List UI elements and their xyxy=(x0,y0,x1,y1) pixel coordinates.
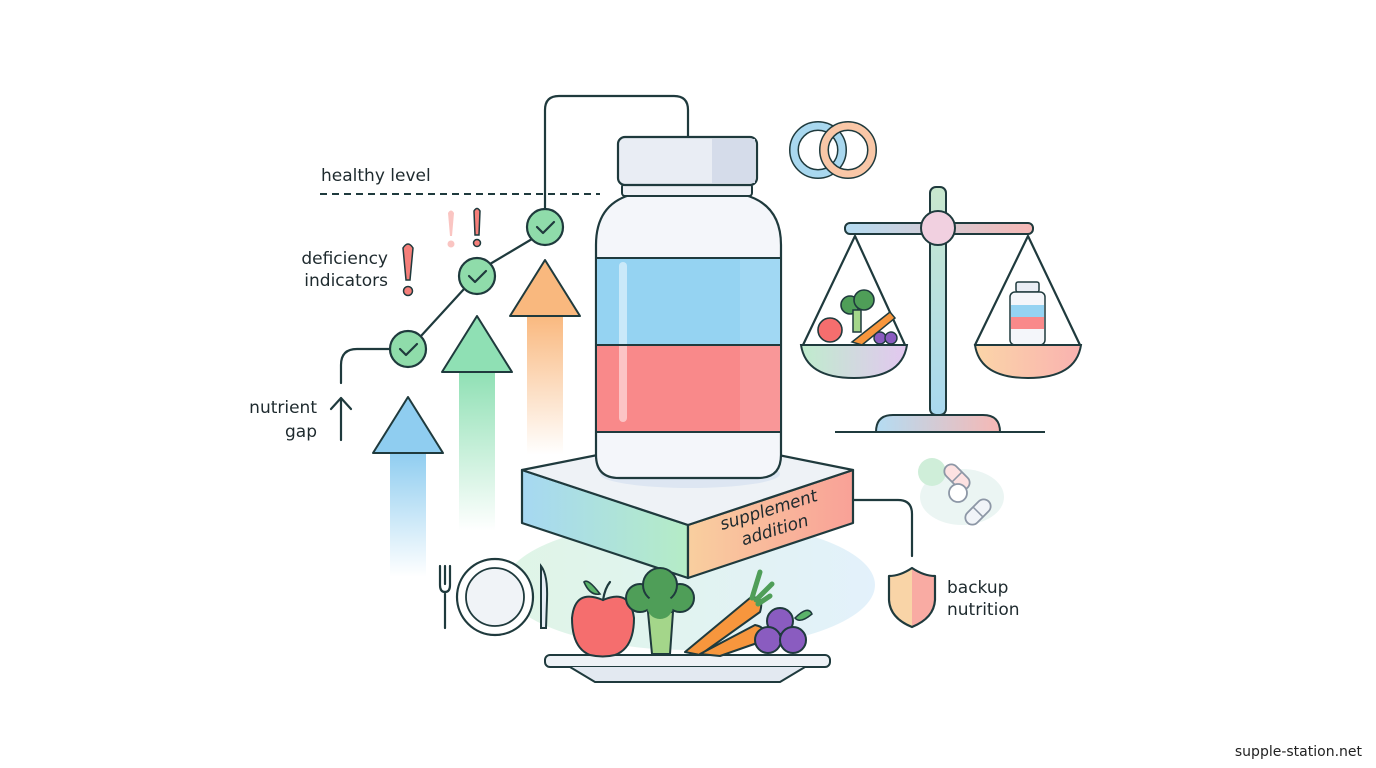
backup-label-2: nutrition xyxy=(947,600,1020,620)
exclamation-icon xyxy=(472,207,482,248)
green-up-arrow xyxy=(441,315,513,531)
serving-plate xyxy=(544,654,831,683)
shield-icon xyxy=(887,566,937,629)
nutrient-gap-label-1: nutrient xyxy=(249,398,317,418)
orange-up-arrow xyxy=(509,259,581,455)
watermark: supple-station.net xyxy=(1235,744,1363,760)
plate-icon xyxy=(455,557,535,637)
deficiency-label-1: deficiency xyxy=(301,249,388,269)
scale-icon xyxy=(799,186,1083,433)
backup-label-1: backup xyxy=(947,578,1008,598)
fork-icon xyxy=(438,564,452,630)
pills-icon xyxy=(918,458,1004,526)
blue-up-arrow xyxy=(372,396,444,577)
supplement-bottle-icon xyxy=(594,135,783,480)
deficiency-label-2: indicators xyxy=(304,271,388,291)
broccoli-icon xyxy=(625,567,695,655)
up-arrow-icon xyxy=(329,396,353,442)
exclamation-icon xyxy=(447,210,455,248)
rings-icon xyxy=(789,121,877,179)
healthy-level-label: healthy level xyxy=(321,166,431,186)
knife-icon xyxy=(540,563,549,629)
check-circle-icon xyxy=(457,256,497,296)
blueberries-icon xyxy=(754,607,813,654)
exclamation-icon xyxy=(402,243,414,297)
check-circle-icon xyxy=(388,329,428,369)
apple-icon xyxy=(570,580,636,658)
nutrient-gap-label-2: gap xyxy=(285,422,317,442)
check-circle-icon xyxy=(525,207,565,247)
